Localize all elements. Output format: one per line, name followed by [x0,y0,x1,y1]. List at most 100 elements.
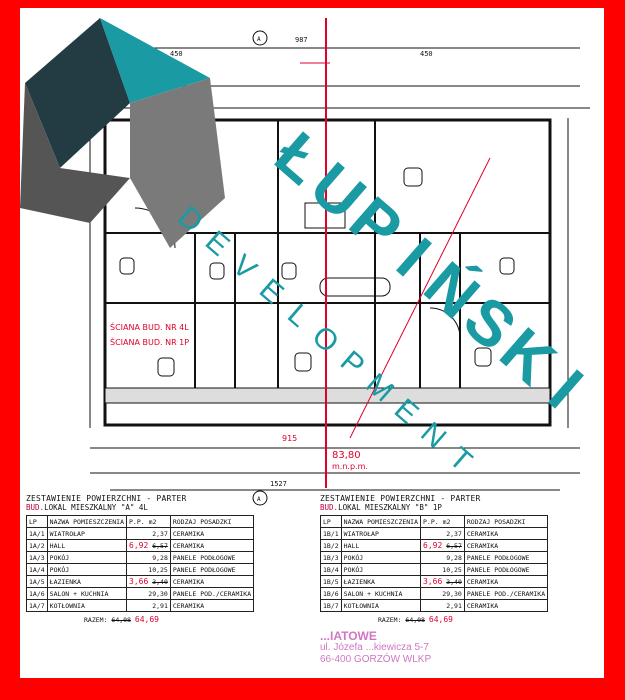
room-number: 1B/7 [320,599,342,612]
room-name: POKÓJ [340,551,422,564]
area-cell: 2,37 [420,527,465,540]
area-cell: 3,66 3,40 [126,575,171,588]
floor-type: CERAMIKA [463,539,549,552]
floor-plan-sheet: 450 450 987 1527 A A ŚCIANA BUD. NR 4L Ś… [20,8,604,678]
table-subtitle: LOKAL MIESZKALNY "B" 1P [338,503,442,512]
room-number: 1B/4 [320,563,342,576]
total-corrected: 64,69 [134,615,159,624]
office-stamp: ...IATOWE ul. Józefa ...kiewicza 5-7 66-… [320,630,600,666]
room-name: ŁAZIENKA [340,575,422,588]
room-number: 1A/7 [26,599,48,612]
total-value: 64,08 [405,616,425,624]
logo-mark [20,18,225,248]
floor-type: CERAMIKA [463,599,549,612]
corrected-area: 6,92 [129,541,149,550]
total-label: RAZEM: [378,616,402,624]
stamp-line: ul. Józefa ...kiewicza 5-7 [320,642,429,653]
floor-type: PANELE PODŁOGOWE [463,563,549,576]
table-title: ZESTAWIENIE POWIERZCHNI - PARTER [26,494,187,503]
room-number: 1B/5 [320,575,342,588]
dimension-label: 450 [420,50,433,58]
floor-type: CERAMIKA [169,599,255,612]
room-number: 1B/1 [320,527,342,540]
area-cell: 29,30 [126,587,171,600]
original-area: 3,40 [446,578,462,586]
area-cell: 6,92 6,57 [420,539,465,552]
floor-type: PANELE PODŁOGOWE [463,551,549,564]
table-header: LP [26,515,48,528]
room-name: WIATROŁAP [46,527,128,540]
room-number: 1A/6 [26,587,48,600]
floor-type: PANELE POD./CERAMIKA [169,587,255,600]
room-number: 1A/5 [26,575,48,588]
total-value: 64,08 [111,616,131,624]
room-number: 1B/3 [320,551,342,564]
room-number: 1B/6 [320,587,342,600]
table-title: ZESTAWIENIE POWIERZCHNI - PARTER [320,494,481,503]
room-number: 1A/2 [26,539,48,552]
area-cell: 2,91 [420,599,465,612]
floor-type: CERAMIKA [169,539,255,552]
room-name: KOTŁOWNIA [46,599,128,612]
room-name: WIATROŁAP [340,527,422,540]
area-cell: 29,30 [420,587,465,600]
room-number: 1A/1 [26,527,48,540]
table-header: P.P. m2 [126,515,171,528]
floor-type: CERAMIKA [169,527,255,540]
area-table-b: ZESTAWIENIE POWIERZCHNI - PARTER BUD.LOK… [320,494,549,624]
area-cell: 9,28 [126,551,171,564]
room-name: ŁAZIENKA [46,575,128,588]
corrected-area: 6,92 [423,541,443,550]
floor-type: CERAMIKA [463,575,549,588]
original-area: 6,57 [152,542,168,550]
area-table-a: ZESTAWIENIE POWIERZCHNI - PARTER BUD.LOK… [26,494,255,624]
table-header: LP [320,515,342,528]
dimension-label: 915 [282,434,297,443]
table-header: RODZAJ POSADZKI [463,515,549,528]
total-corrected: 64,69 [428,615,453,624]
dimension-label: 1527 [270,480,287,488]
area-cell: 2,91 [126,599,171,612]
stamp-line: 66-400 GORZÓW WLKP [320,654,432,665]
table-header: RODZAJ POSADZKI [169,515,255,528]
floor-type: CERAMIKA [463,527,549,540]
stamp-line: ...IATOWE [320,629,377,643]
area-cell: 6,92 6,57 [126,539,171,552]
dimension-label: 450 [170,50,183,58]
floor-type: PANELE POD./CERAMIKA [463,587,549,600]
floor-plan-drawing: 450 450 987 1527 A A ŚCIANA BUD. NR 4L Ś… [20,18,590,506]
table-header: P.P. m2 [420,515,465,528]
wall-label-right: ŚCIANA BUD. NR 1P [110,336,189,347]
table-subtitle-prefix: BUD. [320,503,339,512]
room-name: KOTŁOWNIA [340,599,422,612]
room-name: SALON + KUCHNIA [46,587,128,600]
outer-walls [103,118,552,427]
floor-type: PANELE PODŁOGOWE [169,563,255,576]
original-area: 3,40 [152,578,168,586]
level-label: 83,80 [332,450,361,461]
room-name: HALL [46,539,128,552]
room-number: 1B/2 [320,539,342,552]
room-name: POKÓJ [46,563,128,576]
corrected-area: 3,66 [129,577,149,586]
table-header: NAZWA POMIESZCZENIA [340,515,422,528]
total-label: RAZEM: [84,616,108,624]
level-unit: m.n.p.m. [332,462,368,471]
table-subtitle: LOKAL MIESZKALNY "A" 4L [44,503,148,512]
floor-type: CERAMIKA [169,575,255,588]
section-marker: A [257,36,261,43]
area-cell: 9,28 [420,551,465,564]
